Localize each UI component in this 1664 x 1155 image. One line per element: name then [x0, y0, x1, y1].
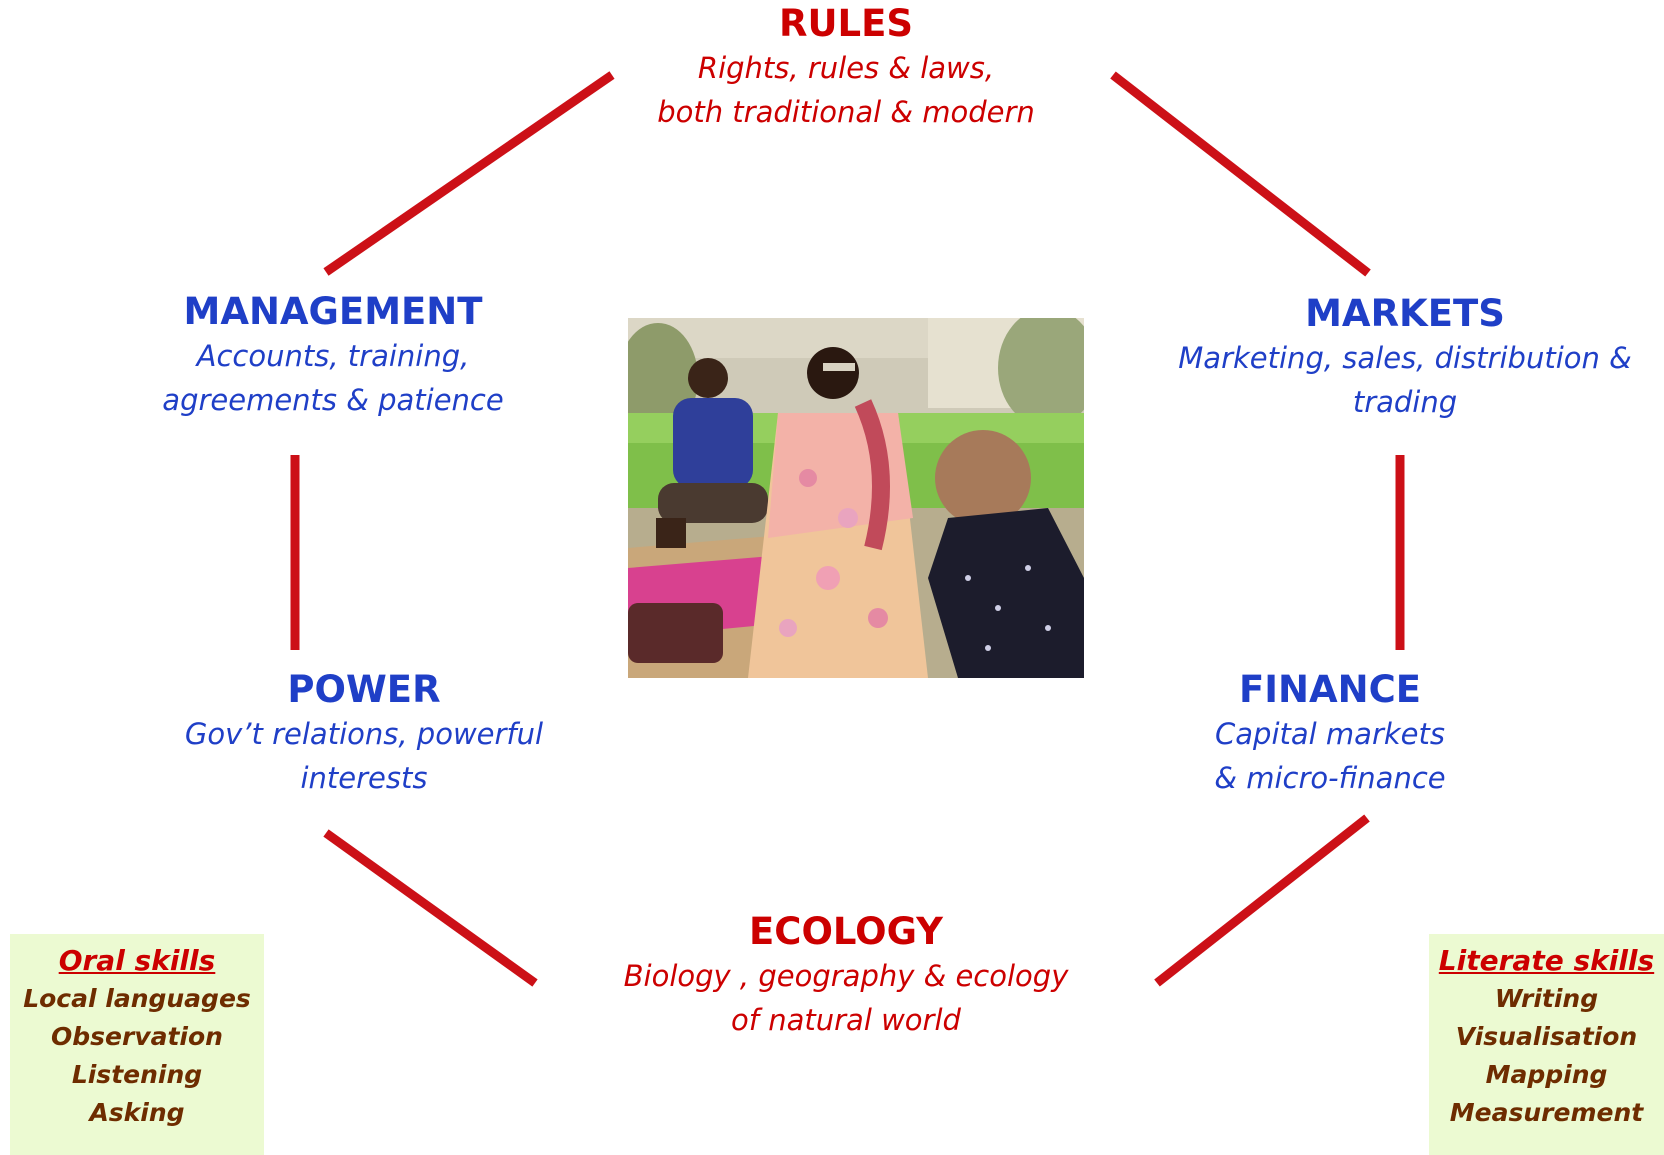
- node-description-line: Capital markets: [1215, 717, 1445, 751]
- literate-skill-item: Mapping: [1485, 1060, 1608, 1089]
- node-description-line: Biology , geography & ecology: [623, 959, 1069, 993]
- photo-illustration: [628, 318, 1084, 678]
- node-description-line: Rights, rules & laws,: [697, 51, 995, 85]
- connector-power-ecology: [323, 829, 538, 987]
- node-markets: MARKETS Marketing, sales, distribution &…: [1150, 292, 1660, 424]
- node-title: FINANCE: [1238, 668, 1422, 711]
- node-title: MARKETS: [1305, 292, 1505, 335]
- node-rules: RULES Rights, rules & laws, both traditi…: [596, 2, 1096, 134]
- node-description-line: Accounts, training,: [196, 339, 470, 373]
- oral-skill-item: Observation: [51, 1022, 223, 1051]
- node-description-line: interests: [300, 761, 428, 795]
- node-description-line: & micro-finance: [1214, 761, 1446, 795]
- node-finance: FINANCE Capital markets & micro-finance: [1130, 668, 1530, 800]
- oral-skills-box: Oral skills Local languages Observation …: [10, 934, 264, 1155]
- oral-skills-heading: Oral skills: [58, 944, 216, 977]
- node-description-line: both traditional & modern: [657, 95, 1035, 129]
- node-title: ECOLOGY: [749, 910, 943, 953]
- connector-finance-ecology: [1154, 814, 1370, 987]
- node-description-line: of natural world: [731, 1003, 961, 1037]
- node-power: POWER Gov’t relations, powerful interest…: [164, 668, 564, 800]
- literate-skill-item: Writing: [1494, 984, 1599, 1013]
- node-title: RULES: [778, 2, 914, 45]
- oral-skill-item: Asking: [89, 1098, 185, 1127]
- node-title: MANAGEMENT: [183, 290, 483, 333]
- node-description-line: agreements & patience: [162, 383, 504, 417]
- literate-skill-item: Measurement: [1449, 1098, 1644, 1127]
- literate-skills-box: Literate skills Writing Visualisation Ma…: [1429, 934, 1664, 1155]
- node-title: POWER: [287, 668, 441, 711]
- central-photo: [628, 318, 1084, 678]
- connector-management-rules: [323, 71, 615, 276]
- node-management: MANAGEMENT Accounts, training, agreement…: [133, 290, 533, 422]
- node-description-line: trading: [1352, 385, 1458, 419]
- node-ecology: ECOLOGY Biology , geography & ecology of…: [596, 910, 1096, 1042]
- node-description-line: Gov’t relations, powerful: [184, 717, 544, 751]
- literate-skill-item: Visualisation: [1455, 1022, 1638, 1051]
- node-description-line: Marketing, sales, distribution &: [1178, 341, 1632, 375]
- literate-skills-heading: Literate skills: [1438, 944, 1655, 977]
- oral-skill-item: Local languages: [23, 984, 251, 1013]
- connector-rules-markets: [1110, 71, 1371, 277]
- oral-skill-item: Listening: [71, 1060, 203, 1089]
